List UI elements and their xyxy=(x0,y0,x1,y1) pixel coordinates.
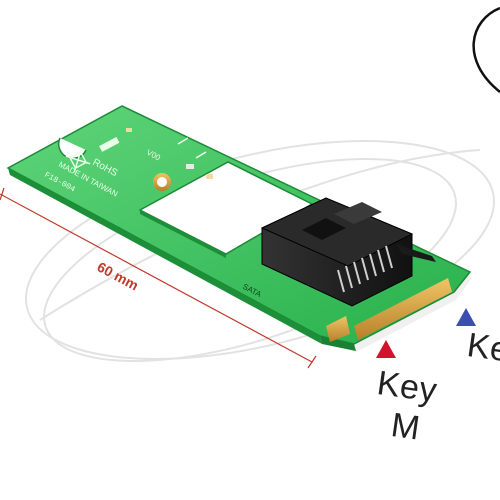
mounting-hole xyxy=(157,177,167,187)
key-m-letter-label: M xyxy=(388,406,423,448)
corner-logo-arc xyxy=(472,6,500,93)
pcb-window-cutout xyxy=(138,161,314,255)
pcb-window-edge xyxy=(140,210,226,258)
dimension-label: 60 mm xyxy=(95,259,142,294)
triangle-red-icon xyxy=(376,340,396,358)
smd-component xyxy=(186,164,194,169)
smd-pad xyxy=(206,174,213,179)
dimension-line xyxy=(0,187,317,369)
edge-contacts xyxy=(326,278,452,342)
sata-connector-latch xyxy=(302,218,346,240)
sata-connector xyxy=(260,197,436,307)
key-m-word-label: Key xyxy=(374,364,440,410)
sata-connector-slot xyxy=(334,202,382,224)
sata-pins xyxy=(337,245,393,293)
triangle-blue-icon xyxy=(456,308,476,326)
silkscreen xyxy=(65,136,207,173)
edge-contacts-key-b xyxy=(326,316,350,342)
pcb-edge xyxy=(8,168,322,344)
sata-connector-latch xyxy=(396,244,436,262)
key-b-word-label: Ke xyxy=(464,326,500,370)
weee-bin-icon xyxy=(65,147,91,173)
pcb-edge-front xyxy=(320,336,356,351)
edge-contacts-key-m xyxy=(354,278,452,340)
smd-pad xyxy=(126,128,132,132)
